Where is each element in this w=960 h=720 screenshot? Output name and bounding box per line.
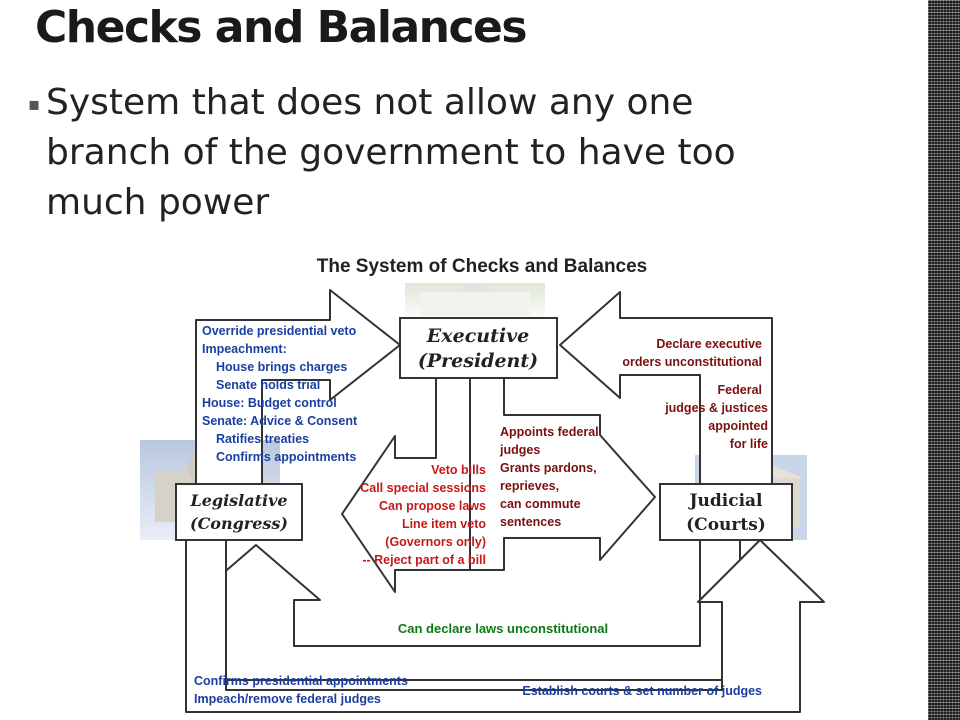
check-text: House: Budget control bbox=[202, 396, 337, 410]
legislative-checks-executive: Override presidential veto Impeachment: … bbox=[202, 324, 358, 464]
check-text: for life bbox=[730, 437, 768, 451]
check-text: (Governors only) bbox=[385, 535, 486, 549]
judicial-checks-executive: Declare executive orders unconstitutiona… bbox=[622, 337, 768, 451]
executive-box: Executive (President) bbox=[399, 317, 558, 379]
check-text: Impeach/remove federal judges bbox=[194, 692, 381, 706]
slide-title: Checks and Balances bbox=[35, 2, 528, 53]
check-text: Impeachment: bbox=[202, 342, 287, 356]
executive-label: Executive bbox=[426, 325, 529, 347]
president-label: (President) bbox=[418, 350, 538, 372]
executive-checks-legislative: Veto bills Call special sessions Can pro… bbox=[360, 463, 486, 567]
check-text: sentences bbox=[500, 515, 561, 529]
bullet-text: System that does not allow any one branc… bbox=[46, 82, 736, 223]
check-text: Veto bills bbox=[431, 463, 486, 477]
check-text: can commute bbox=[500, 497, 581, 511]
check-text: Appoints federal bbox=[500, 425, 599, 439]
check-text: Ratifies treaties bbox=[216, 432, 309, 446]
check-text: -- Reject part of a bill bbox=[362, 553, 486, 567]
check-text: Confirms appointments bbox=[216, 450, 356, 464]
judicial-box: Judicial (Courts) bbox=[659, 483, 793, 541]
congress-label: (Congress) bbox=[190, 514, 288, 533]
checks-balances-diagram: Executive (President) Legislative (Congr… bbox=[140, 256, 825, 713]
arrow-executive-to-legislative bbox=[341, 377, 471, 593]
arrow-legislative-to-executive bbox=[195, 289, 401, 485]
arrow-judicial-to-executive bbox=[559, 291, 773, 485]
bullet-point: ▪ System that does not allow any one bra… bbox=[28, 78, 828, 228]
arrow-legislative-to-judicial bbox=[185, 539, 825, 713]
check-text: reprieves, bbox=[500, 479, 559, 493]
legislative-box: Legislative (Congress) bbox=[175, 483, 303, 541]
judicial-checks-legislative: Can declare laws unconstitutional bbox=[398, 621, 608, 636]
white-house-photo bbox=[405, 283, 545, 323]
check-text: judges & justices bbox=[664, 401, 768, 415]
check-text: Can propose laws bbox=[379, 499, 486, 513]
check-text: Senate: Advice & Consent bbox=[202, 414, 358, 428]
check-text: Confirms presidential appointments bbox=[194, 674, 408, 688]
legislative-checks-judicial: Confirms presidential appointments Impea… bbox=[194, 674, 762, 706]
check-text: Grants pardons, bbox=[500, 461, 597, 475]
check-text: Call special sessions bbox=[360, 481, 486, 495]
legislative-label: Legislative bbox=[189, 491, 287, 510]
check-text: Override presidential veto bbox=[202, 324, 357, 338]
check-text: Establish courts & set number of judges bbox=[522, 684, 762, 698]
check-text: House brings charges bbox=[216, 360, 347, 374]
check-text: Federal bbox=[718, 383, 762, 397]
decorative-texture-strip bbox=[928, 0, 960, 720]
courts-label: (Courts) bbox=[686, 515, 766, 535]
executive-checks-judicial: Appoints federal judges Grants pardons, … bbox=[499, 425, 599, 529]
check-text: orders unconstitutional bbox=[622, 355, 762, 369]
arrow-executive-to-judicial bbox=[469, 377, 656, 571]
diagram-title: The System of Checks and Balances bbox=[317, 256, 648, 277]
check-text: Declare executive bbox=[656, 337, 762, 351]
bullet-marker: ▪ bbox=[28, 94, 41, 115]
check-text: appointed bbox=[708, 419, 768, 433]
check-text: judges bbox=[499, 443, 540, 457]
check-text: Line item veto bbox=[402, 517, 486, 531]
judicial-label: Judicial bbox=[687, 491, 763, 511]
check-text: Senate holds trial bbox=[216, 378, 320, 392]
